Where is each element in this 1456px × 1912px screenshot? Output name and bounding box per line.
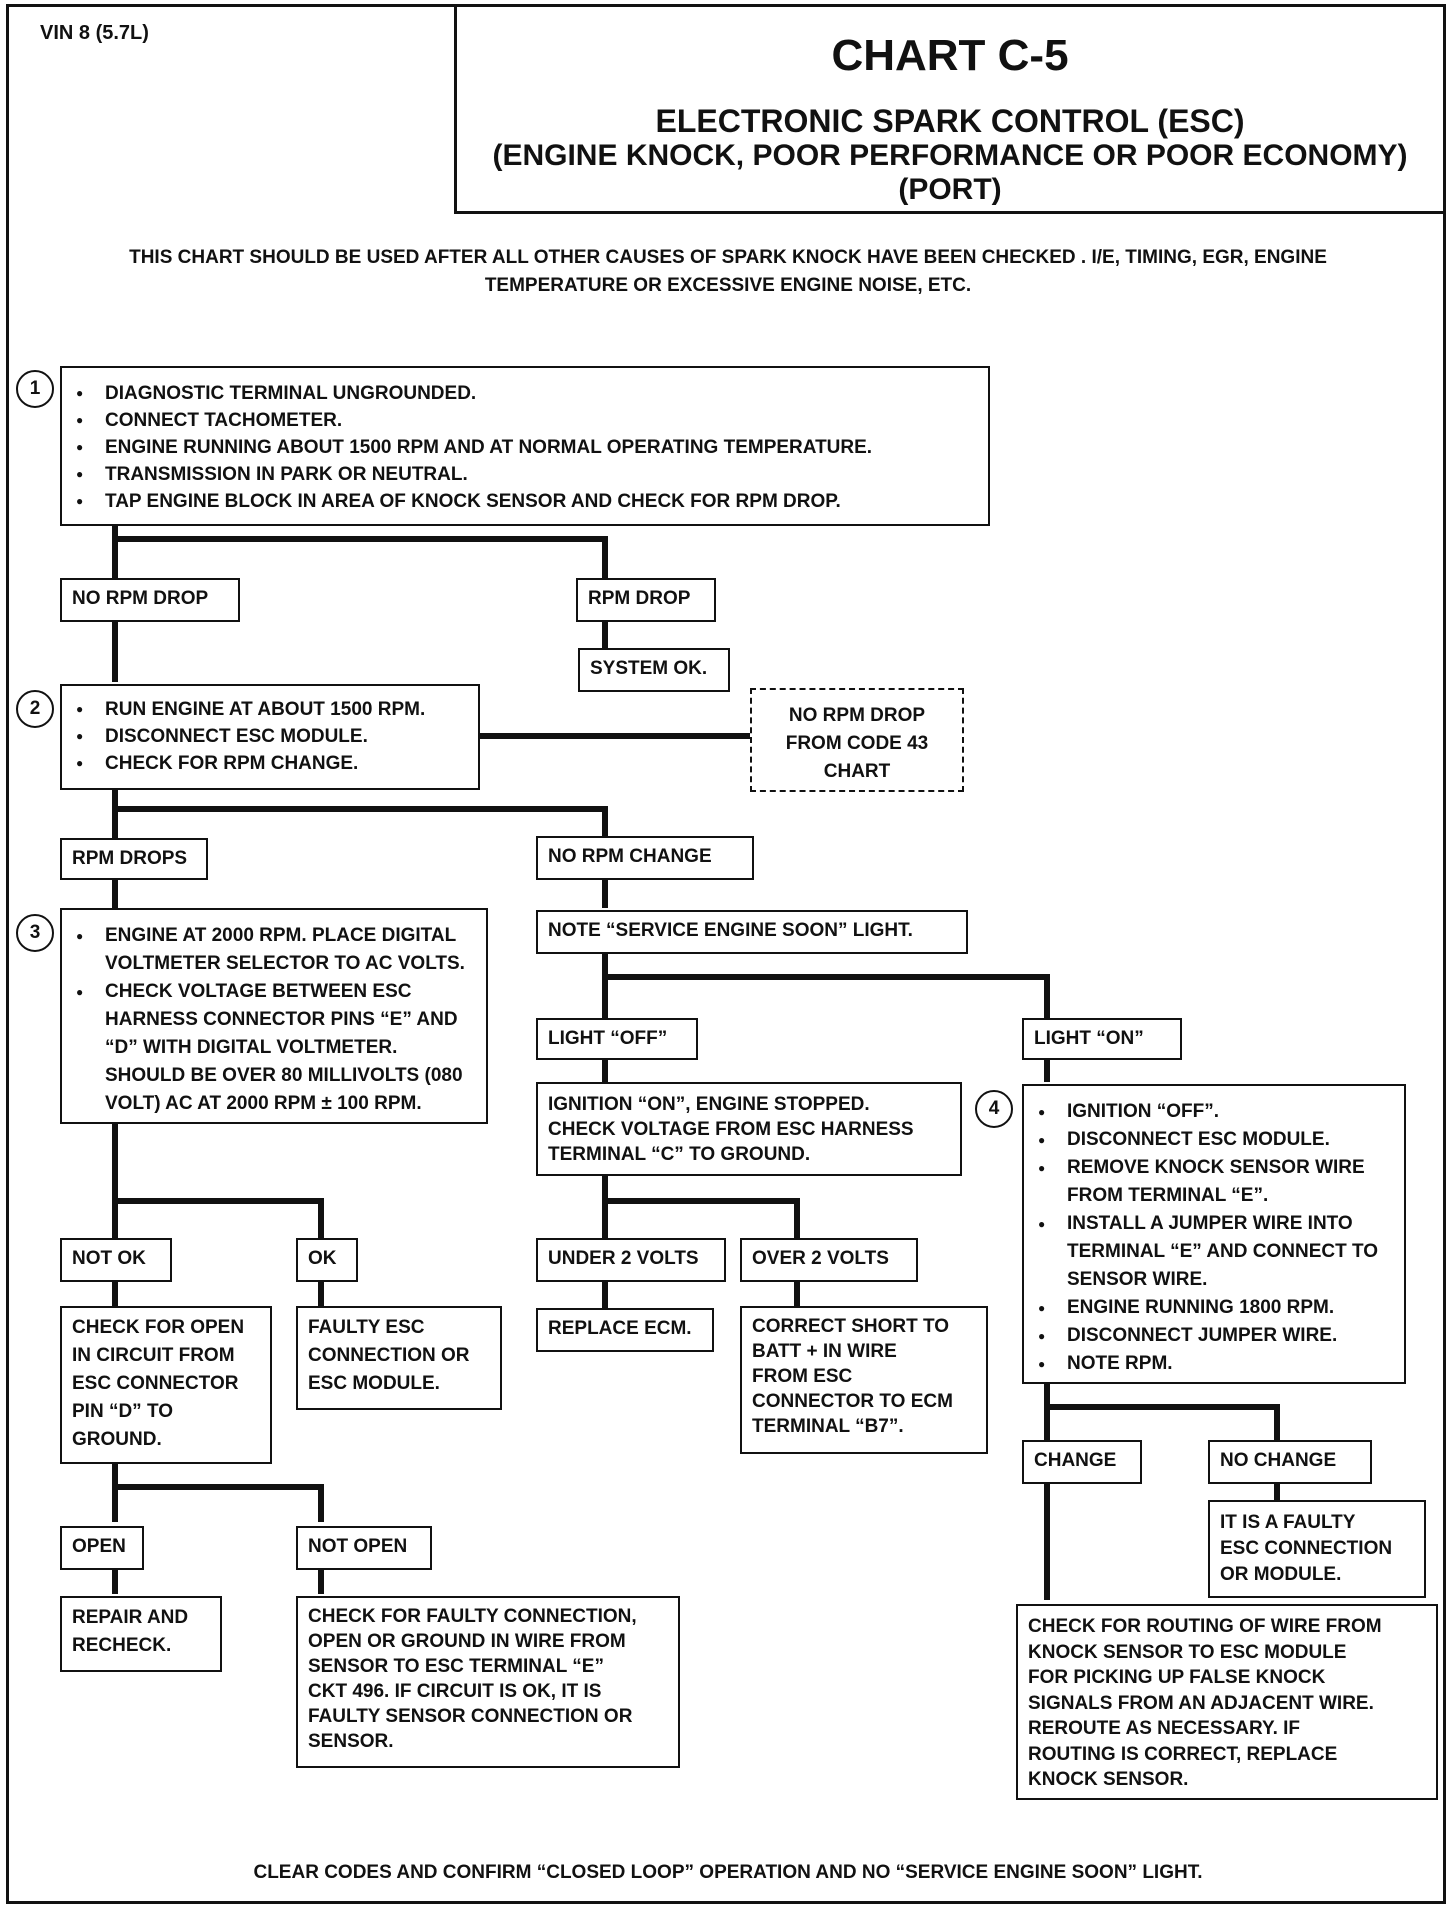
over-2-volts-label: OVER 2 VOLTS (740, 1238, 918, 1282)
step-4-item: ENGINE RUNNING 1800 RPM. (1034, 1294, 1394, 1322)
light-on-label: LIGHT “ON” (1022, 1018, 1182, 1060)
step-2-item: CHECK FOR RPM CHANGE. (72, 750, 468, 777)
connector (602, 876, 608, 908)
connector (318, 1484, 324, 1522)
connector (602, 1278, 608, 1310)
header-box: CHART C-5 ELECTRONIC SPARK CONTROL (ESC)… (454, 4, 1446, 214)
page-subtitle-3: (PORT) (898, 173, 1002, 206)
step-2-marker: 2 (16, 690, 54, 728)
vin-label: VIN 8 (5.7L) (40, 22, 149, 44)
page-subtitle-2: (ENGINE KNOCK, POOR PERFORMANCE OR POOR … (492, 139, 1408, 172)
connector (112, 1120, 118, 1240)
check-routing-box: CHECK FOR ROUTING OF WIRE FROM KNOCK SEN… (1016, 1604, 1438, 1800)
connector (112, 786, 118, 838)
step-2-item: RUN ENGINE AT ABOUT 1500 RPM. (72, 696, 468, 723)
connector (1044, 1056, 1050, 1082)
connector (112, 536, 608, 542)
connector (112, 1278, 118, 1308)
page-title: CHART C-5 (831, 31, 1069, 80)
connector (602, 536, 608, 584)
connector (318, 1278, 324, 1308)
step-4-marker: 4 (975, 1090, 1013, 1128)
step-1-item: TRANSMISSION IN PARK OR NEUTRAL. (72, 461, 978, 488)
step-1-item: TAP ENGINE BLOCK IN AREA OF KNOCK SENSOR… (72, 488, 978, 515)
no-change-label: NO CHANGE (1208, 1440, 1372, 1484)
connector (602, 1170, 608, 1240)
connector (112, 524, 118, 586)
change-label: CHANGE (1022, 1440, 1142, 1484)
connector (602, 948, 608, 1020)
connector (1274, 1404, 1280, 1444)
page-subtitle: ELECTRONIC SPARK CONTROL (ESC) (655, 103, 1245, 139)
step-1-item: DIAGNOSTIC TERMINAL UNGROUNDED. (72, 380, 978, 407)
step-4-item: REMOVE KNOCK SENSOR WIRE FROM TERMINAL “… (1034, 1154, 1394, 1210)
connector (602, 974, 1050, 980)
connector (112, 1198, 324, 1204)
connector (1044, 1380, 1050, 1444)
repair-recheck-box: REPAIR AND RECHECK. (60, 1596, 222, 1672)
footer-instruction: CLEAR CODES AND CONFIRM “CLOSED LOOP” OP… (253, 1862, 1203, 1883)
not-ok-label: NOT OK (60, 1238, 172, 1282)
connector (478, 733, 750, 739)
step-1-marker: 1 (16, 370, 54, 408)
system-ok-box: SYSTEM OK. (578, 648, 730, 692)
connector (794, 1278, 800, 1308)
step-2-box: RUN ENGINE AT ABOUT 1500 RPM. DISCONNECT… (60, 684, 480, 790)
connector (112, 806, 608, 812)
connector (794, 1198, 800, 1240)
step-1-box: DIAGNOSTIC TERMINAL UNGROUNDED. CONNECT … (60, 366, 990, 526)
faulty-esc-box: FAULTY ESC CONNECTION OR ESC MODULE. (296, 1306, 502, 1410)
check-faulty-connection-box: CHECK FOR FAULTY CONNECTION, OPEN OR GRO… (296, 1596, 680, 1768)
replace-ecm-box: REPLACE ECM. (536, 1308, 714, 1352)
no-rpm-drop-label: NO RPM DROP (60, 578, 240, 622)
check-for-open-box: CHECK FOR OPEN IN CIRCUIT FROM ESC CONNE… (60, 1306, 272, 1464)
connector (112, 1484, 324, 1490)
ok-label: OK (296, 1238, 358, 1282)
open-label: OPEN (60, 1526, 144, 1570)
faulty-connection-module-box: IT IS A FAULTY ESC CONNECTION OR MODULE. (1208, 1500, 1426, 1598)
not-open-label: NOT OPEN (296, 1526, 432, 1570)
under-2-volts-label: UNDER 2 VOLTS (536, 1238, 726, 1282)
ignition-on-check-box: IGNITION “ON”, ENGINE STOPPED. CHECK VOL… (536, 1082, 962, 1176)
step-1-item: CONNECT TACHOMETER. (72, 407, 978, 434)
connector (1044, 1484, 1050, 1600)
step-2-item: DISCONNECT ESC MODULE. (72, 723, 468, 750)
no-rpm-change-label: NO RPM CHANGE (536, 836, 754, 880)
light-off-label: LIGHT “OFF” (536, 1018, 698, 1060)
step-3-item: ENGINE AT 2000 RPM. PLACE DIGITAL VOLTME… (72, 922, 476, 978)
connector (112, 620, 118, 682)
step-4-box: IGNITION “OFF”. DISCONNECT ESC MODULE. R… (1022, 1084, 1406, 1384)
step-4-item: NOTE RPM. (1034, 1350, 1394, 1378)
correct-short-box: CORRECT SHORT TO BATT + IN WIRE FROM ESC… (740, 1306, 988, 1454)
step-3-marker: 3 (16, 914, 54, 952)
step-3-item: CHECK VOLTAGE BETWEEN ESC HARNESS CONNEC… (72, 978, 476, 1118)
connector (602, 806, 608, 838)
connector (602, 620, 608, 650)
intro-text: THIS CHART SHOULD BE USED AFTER ALL OTHE… (129, 247, 1327, 296)
connector (112, 1460, 118, 1522)
rpm-drop-label: RPM DROP (576, 578, 716, 622)
connector (112, 876, 118, 910)
note-ses-light-box: NOTE “SERVICE ENGINE SOON” LIGHT. (536, 910, 968, 954)
step-1-item: ENGINE RUNNING ABOUT 1500 RPM AND AT NOR… (72, 434, 978, 461)
rpm-drops-label: RPM DROPS (60, 838, 208, 880)
connector (1044, 974, 1050, 1020)
step-4-item: INSTALL A JUMPER WIRE INTO TERMINAL “E” … (1034, 1210, 1394, 1294)
step-4-item: DISCONNECT JUMPER WIRE. (1034, 1322, 1394, 1350)
step-4-item: IGNITION “OFF”. (1034, 1098, 1394, 1126)
step-4-item: DISCONNECT ESC MODULE. (1034, 1126, 1394, 1154)
step-3-box: ENGINE AT 2000 RPM. PLACE DIGITAL VOLTME… (60, 908, 488, 1124)
connector (318, 1562, 324, 1594)
connector (1044, 1404, 1280, 1410)
connector (602, 1056, 608, 1082)
connector (318, 1198, 324, 1240)
connector (112, 1562, 118, 1594)
connector (602, 1198, 800, 1204)
code-43-reference-box: NO RPM DROP FROM CODE 43 CHART (750, 688, 964, 792)
